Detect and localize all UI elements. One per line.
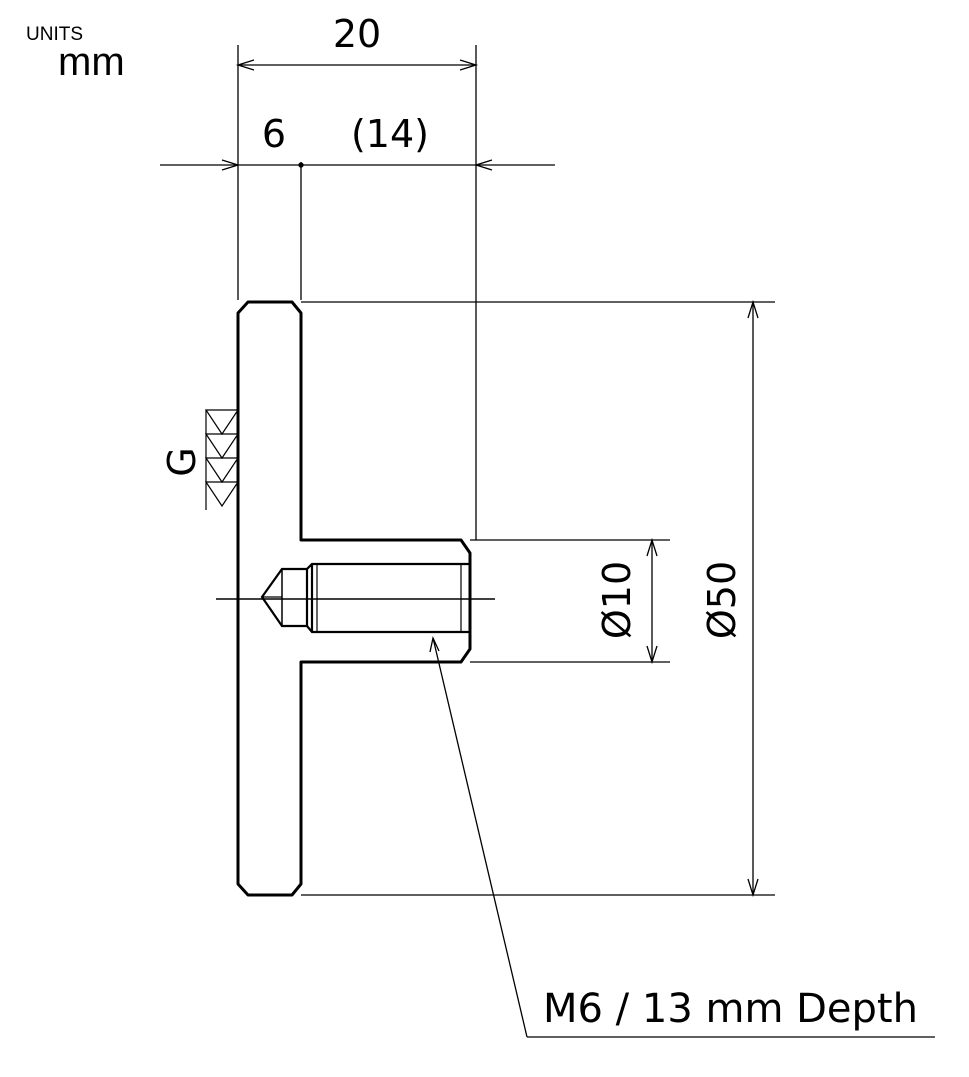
dim-stem-diameter: Ø10 [595, 561, 639, 639]
units-value: mm [58, 40, 125, 84]
dim-flange-thickness: 6 [262, 112, 286, 156]
thread-leader [429, 635, 935, 1038]
units-label: UNITS [26, 24, 83, 45]
surface-finish-grade: G [160, 447, 204, 476]
surface-finish-icon [204, 409, 240, 510]
thread-callout: M6 / 13 mm Depth [543, 986, 918, 1032]
dim-stem-length: (14) [351, 112, 429, 156]
part-outline [236, 300, 472, 897]
extension-lines [237, 45, 775, 896]
dimension-lines [160, 59, 759, 898]
dim-overall-length: 20 [333, 12, 381, 56]
dim-flange-diameter: Ø50 [700, 561, 744, 639]
threaded-hole [260, 562, 470, 634]
